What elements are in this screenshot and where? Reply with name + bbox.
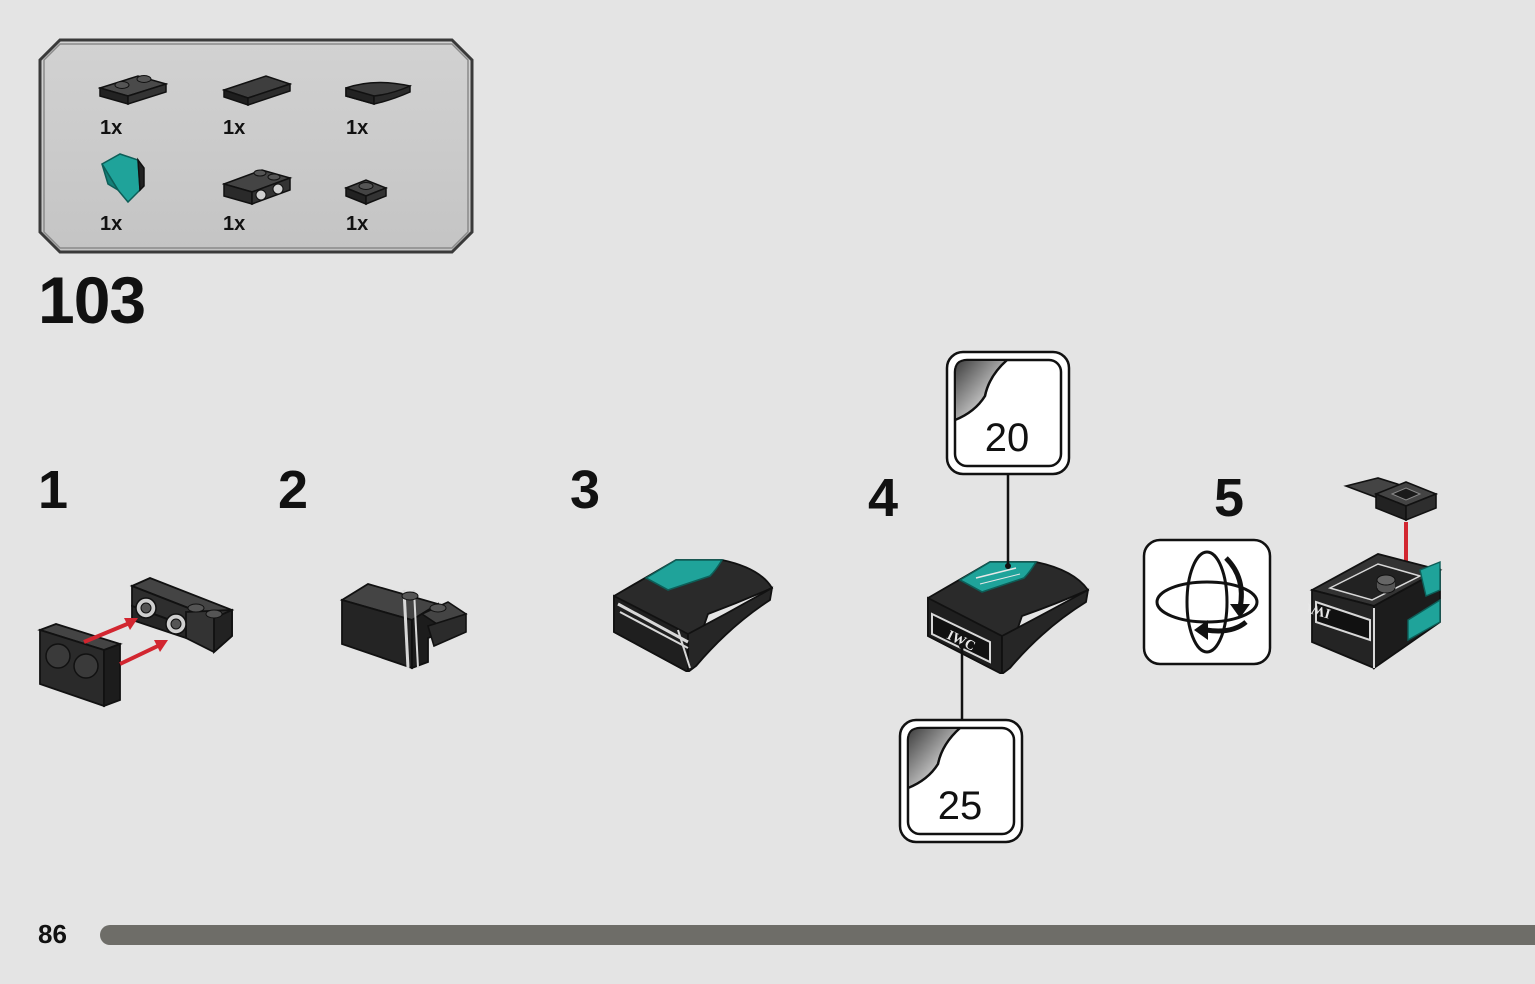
tile-1x2-icon <box>222 75 292 107</box>
substep-3-assembly-illustration <box>613 559 774 672</box>
insert-arrow-icon <box>119 640 168 666</box>
rotate-model-icon <box>1142 538 1272 666</box>
substep-2-assembly-illustration <box>339 583 468 670</box>
part-quantity: 1x <box>346 213 369 235</box>
sticker-number: 20 <box>984 416 1030 460</box>
substep-number-1: 1 <box>38 460 69 520</box>
part-quantity: 1x <box>223 117 246 139</box>
plate-1x1-icon <box>344 179 389 206</box>
sticker-callout-20: 20 <box>945 350 1071 476</box>
plate-1x2-jumper-icon <box>98 75 168 106</box>
progress-bar <box>100 925 1535 945</box>
bracket-1x2-icon <box>222 169 293 206</box>
step-number: 103 <box>38 263 146 337</box>
sticker-sheet-icon <box>898 718 1024 844</box>
sticker-leader-lines <box>959 470 1011 720</box>
substep-number-2: 2 <box>278 460 309 520</box>
part-quantity: 1x <box>223 213 246 235</box>
sticker-sheet-icon <box>945 350 1071 476</box>
substep-5-assembly-illustration: IWC <box>1308 477 1443 670</box>
sticker-callout-25: 25 <box>898 718 1024 844</box>
insert-arrow-icon <box>83 618 138 644</box>
part-quantity: 1x <box>100 213 123 235</box>
substep-number-3: 3 <box>570 460 601 520</box>
curved-slope-1x2-icon <box>345 81 412 105</box>
substep-4-assembly-illustration: IWC <box>927 561 1090 674</box>
substep-number-4: 4 <box>868 468 899 528</box>
substep-number-5: 5 <box>1214 468 1245 528</box>
page-number: 86 <box>38 919 67 949</box>
part-quantity: 1x <box>346 117 369 139</box>
parts-list-box: 1x 1x 1x 1x 1x 1x <box>38 38 474 254</box>
wedge-slope-teal-icon <box>100 153 145 204</box>
part-quantity: 1x <box>100 117 123 139</box>
substep-1-assembly-illustration <box>37 577 235 708</box>
sticker-number: 25 <box>937 784 983 828</box>
